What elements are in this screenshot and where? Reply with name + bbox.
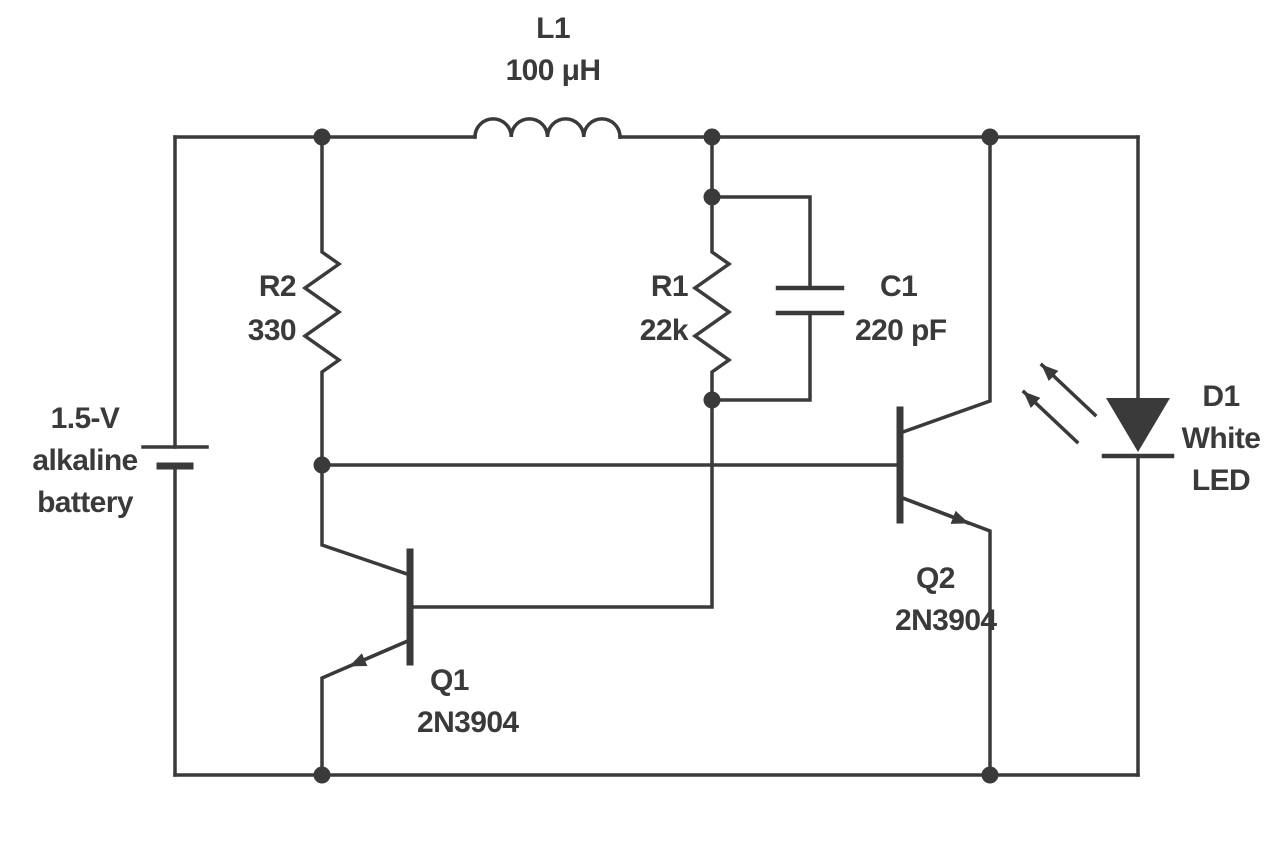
junction-dot xyxy=(703,128,721,146)
capacitor-c1-symbol xyxy=(710,195,845,402)
junction-dot xyxy=(313,766,331,784)
q1-collector-wire xyxy=(320,463,413,578)
label-d1-ref: D1 xyxy=(1202,380,1239,413)
battery-symbol xyxy=(141,135,209,777)
label-l1-ref: L1 xyxy=(536,12,570,45)
q1-base-wire xyxy=(408,398,714,609)
label-battery-line1: 1.5-V xyxy=(51,402,120,435)
label-battery-line3: battery xyxy=(37,486,134,519)
label-r2-value: 330 xyxy=(248,314,296,347)
wire-c1-bottom xyxy=(710,311,812,402)
label-q2-ref: Q2 xyxy=(916,562,955,595)
label-d1-line1: White xyxy=(1182,422,1261,455)
q1-emitter-arrow xyxy=(347,637,413,669)
label-q1-part: 2N3904 xyxy=(417,706,519,739)
resistor-r2-zigzag xyxy=(301,135,343,467)
q2-collector-wire xyxy=(897,135,992,436)
led-light-arrow-2 xyxy=(1021,389,1080,445)
label-q1-ref: Q1 xyxy=(430,664,469,697)
inductor-coil-symbol xyxy=(473,117,622,139)
junction-dot xyxy=(313,456,331,474)
transistor-q1-symbol xyxy=(320,398,714,777)
transistor-q2-symbol xyxy=(320,135,992,777)
label-r1-value: 22k xyxy=(640,314,689,347)
label-q2-part: 2N3904 xyxy=(895,604,997,637)
junction-dot xyxy=(313,128,331,146)
led-light-arrow-1 xyxy=(1039,362,1098,418)
q2-emitter-arrow xyxy=(897,494,971,526)
junction-dot xyxy=(981,128,999,146)
label-battery-line2: alkaline xyxy=(32,444,137,477)
component-labels: L1 100 μH R2 330 R1 22k C1 220 pF 1.5-V … xyxy=(32,12,1261,739)
wire-c1-top xyxy=(710,195,812,290)
junction-dot xyxy=(703,391,721,409)
led-d1-symbol xyxy=(1021,135,1175,777)
label-r1-ref: R1 xyxy=(651,270,688,303)
junction-dot xyxy=(981,766,999,784)
resistor-r1-zigzag xyxy=(691,195,733,402)
label-d1-line2: LED xyxy=(1192,464,1250,497)
label-l1-value: 100 μH xyxy=(506,54,601,87)
resistor-r2-symbol xyxy=(301,135,343,467)
junction-dot xyxy=(703,188,721,206)
label-c1-value: 220 pF xyxy=(855,314,947,347)
junction-dots xyxy=(313,128,999,784)
resistor-r1-symbol xyxy=(691,135,733,402)
label-c1-ref: C1 xyxy=(880,270,917,303)
led-triangle xyxy=(1106,398,1170,452)
label-r2-ref: R2 xyxy=(259,270,296,303)
